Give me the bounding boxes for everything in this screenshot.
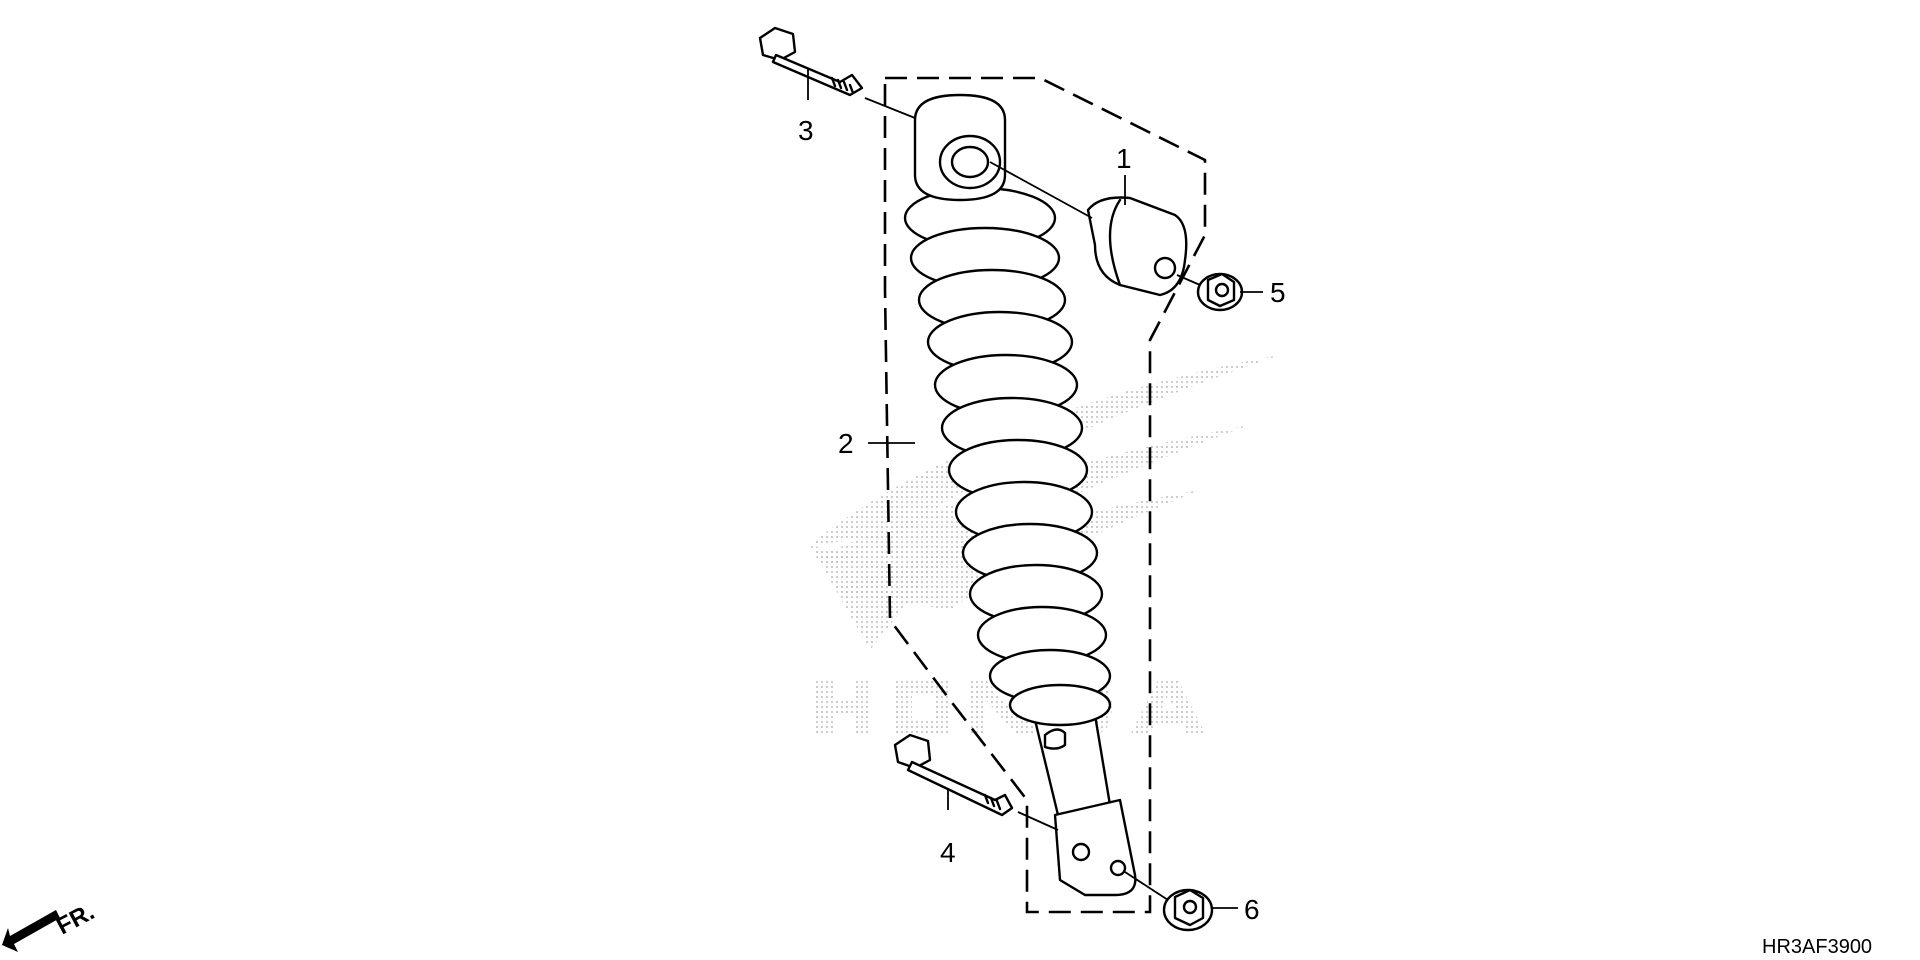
diagram-code: HR3AF3900 [1762, 936, 1872, 958]
callout-label-1: 1 [1116, 143, 1132, 174]
callout-label-2: 2 [838, 428, 854, 459]
upper-mount-eye [913, 93, 1007, 202]
callout-label-3: 3 [798, 115, 814, 146]
lower-bolt [893, 733, 1014, 817]
shock-absorber [903, 93, 1137, 897]
direction-label: FR. [52, 898, 99, 940]
lower-flange-nut [1162, 888, 1214, 932]
callout-label-5: 5 [1270, 277, 1286, 308]
leader-lines [807, 68, 1263, 909]
bump-stop-bushing [1086, 196, 1188, 297]
callout-label-4: 4 [940, 837, 956, 868]
upper-bolt [758, 26, 864, 97]
assembly-boundary [883, 76, 1207, 914]
coil-spring [903, 186, 1112, 727]
front-direction-arrow-icon: FR. [2, 898, 99, 952]
upper-flange-nut [1196, 272, 1244, 312]
callout-label-6: 6 [1244, 894, 1260, 925]
